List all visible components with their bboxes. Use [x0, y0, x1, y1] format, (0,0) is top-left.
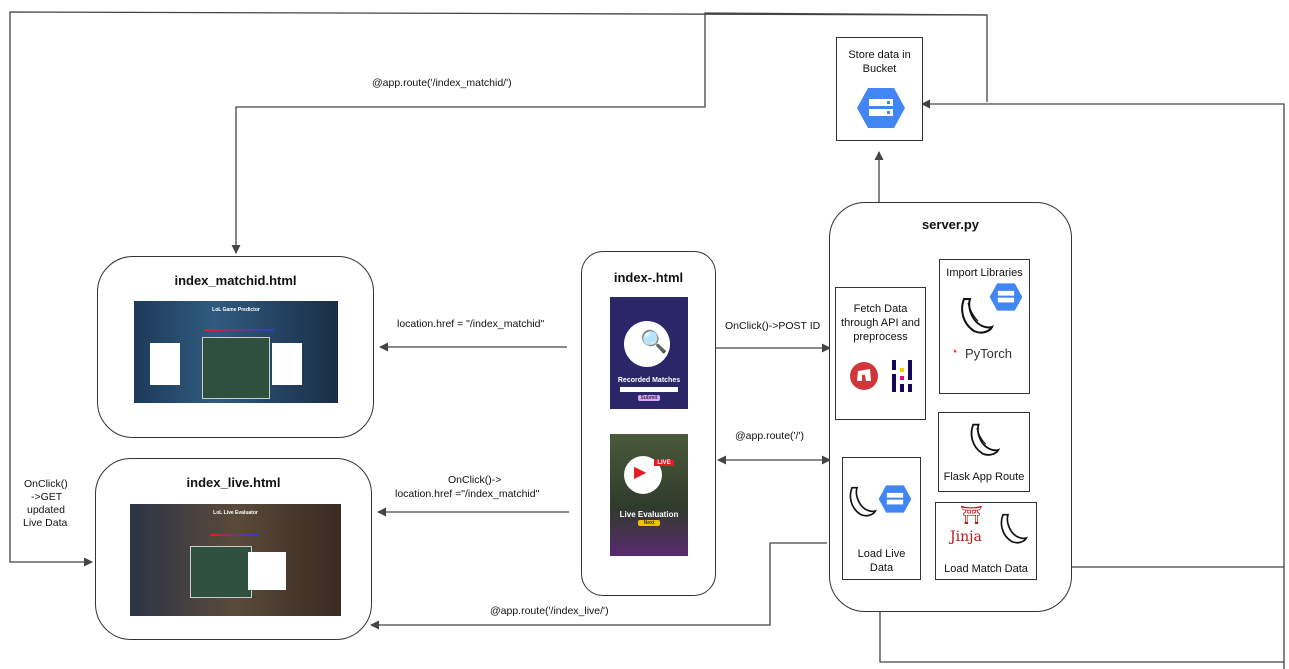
- edge-onclick-get: [9, 11, 988, 567]
- import-libraries-label: Import Libraries: [946, 267, 1023, 279]
- fetch-label-3: preprocess: [853, 331, 908, 343]
- flask-icon: [1000, 513, 1028, 544]
- bucket-node: Store data in Bucket: [836, 37, 923, 141]
- label-href-matchid: location.href = "/index_matchid": [397, 318, 545, 330]
- label-route-root: @app.route('/'): [735, 430, 804, 442]
- cloud-storage-icon: [989, 283, 1023, 311]
- bucket-label-2: Bucket: [862, 63, 897, 75]
- load-match-node: ⛩ Jinja Load Match Data: [935, 502, 1037, 580]
- magnifier-icon: 🔍: [640, 329, 668, 354]
- play-icon: ▶: [634, 464, 647, 481]
- index-live-node: index_live.html LoL Live Evaluator: [95, 458, 372, 640]
- recorded-caption: Recorded Matches: [617, 377, 681, 384]
- flask-icon: [961, 298, 994, 334]
- index-live-title: index_live.html: [186, 475, 281, 490]
- load-live-node: Load Live Data: [842, 457, 921, 580]
- edge-route-live: [370, 542, 827, 630]
- label-onclick-href-1: OnClick()->: [448, 474, 502, 486]
- live-screen-title: LoL Live Evaluator: [213, 510, 258, 516]
- fetch-data-node: Fetch Data through API and preprocess: [835, 287, 926, 420]
- label-onclick-post: OnClick()->POST ID: [725, 320, 821, 332]
- index-title: index-.html: [613, 270, 684, 285]
- load-live-label-1: Load Live: [857, 548, 906, 560]
- index-page-node: index-.html 🔍 Recorded Matches Submit ▶ …: [581, 251, 716, 596]
- label-onclick-get-1: OnClick(): [24, 478, 68, 490]
- label-onclick-get-4: Live Data: [23, 517, 68, 529]
- matchid-screenshot: LoL Game Predictor: [134, 301, 338, 403]
- edge-bottom-server: [875, 587, 1284, 663]
- flask-icon: [849, 486, 877, 517]
- label-onclick-get-3: updated: [27, 504, 65, 516]
- bucket-label-1: Store data in: [848, 49, 911, 61]
- load-match-label: Load Match Data: [944, 563, 1028, 575]
- recorded-matches-tile: 🔍 Recorded Matches Submit: [610, 297, 688, 409]
- server-title: server.py: [921, 217, 980, 232]
- live-badge: LIVE: [654, 460, 674, 466]
- flask-route-label: Flask App Route: [943, 471, 1025, 483]
- label-onclick-get-2: ->GET: [31, 491, 63, 503]
- label-route-matchid: @app.route('/index_matchid/'): [372, 77, 512, 89]
- label-onclick-href-2: location.href ="/index_matchid": [395, 488, 540, 500]
- live-next-button: Next: [638, 520, 660, 526]
- cloud-storage-icon: [857, 88, 905, 128]
- pytorch-icon: ◔: [950, 344, 958, 359]
- import-libraries-node: Import Libraries ◔ PyTorch: [939, 259, 1030, 394]
- recorded-submit-button: Submit: [638, 395, 660, 401]
- cloud-storage-icon: [878, 485, 912, 513]
- live-evaluation-tile: ▶ LIVE Live Evaluation Next: [610, 434, 688, 556]
- riot-games-icon: [850, 362, 878, 390]
- edge-route-matchid: [231, 12, 988, 254]
- flask-route-node: Flask App Route: [938, 412, 1030, 492]
- pytorch-label: PyTorch: [965, 346, 1012, 361]
- label-route-live: @app.route('/index_live/'): [490, 605, 609, 617]
- matchid-screen-title: LoL Game Predictor: [212, 307, 260, 313]
- index-matchid-title: index_matchid.html: [174, 273, 297, 288]
- fetch-label-1: Fetch Data: [853, 303, 908, 315]
- fetch-label-2: through API and: [841, 317, 920, 329]
- jinja-torii-icon: ⛩: [960, 505, 983, 525]
- live-screenshot: LoL Live Evaluator: [130, 504, 341, 616]
- jinja-label: Jinja: [950, 529, 982, 545]
- index-matchid-node: index_matchid.html LoL Game Predictor: [97, 256, 374, 438]
- pandas-icon: [892, 360, 912, 392]
- live-caption: Live Evaluation: [619, 510, 679, 519]
- load-live-label-2: Data: [869, 562, 894, 574]
- flask-icon: [970, 423, 1001, 456]
- edge-right-bucket: [921, 99, 1285, 669]
